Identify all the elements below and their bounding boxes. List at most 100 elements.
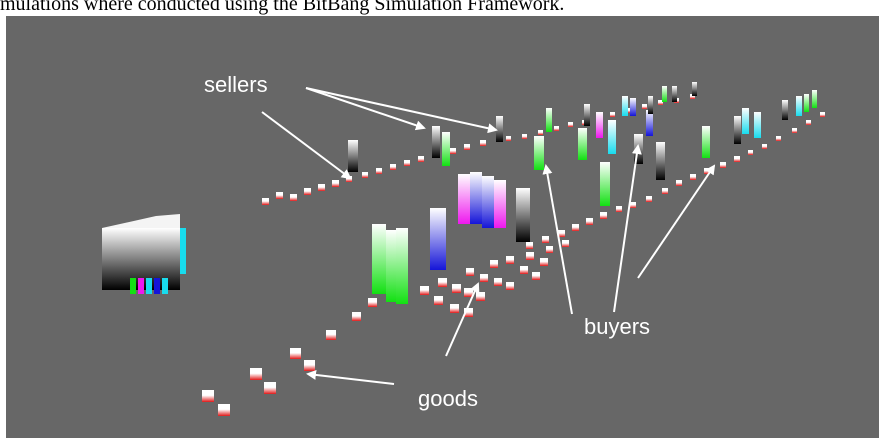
good-cube bbox=[420, 286, 429, 295]
agent-bar bbox=[656, 142, 665, 180]
agent-bars bbox=[348, 82, 817, 304]
sellers-arrow-3 bbox=[261, 111, 352, 180]
agent-bar bbox=[396, 228, 408, 304]
agent-bar bbox=[646, 110, 653, 136]
good-cube bbox=[546, 246, 553, 253]
good-cube bbox=[586, 218, 593, 225]
good-cube bbox=[390, 164, 396, 170]
agent-bar bbox=[782, 100, 788, 120]
agent-bar bbox=[662, 86, 667, 102]
good-cube bbox=[554, 126, 559, 131]
good-cube bbox=[262, 198, 269, 205]
goods-arrow-1 bbox=[445, 282, 480, 357]
good-cube bbox=[480, 274, 488, 282]
good-cube bbox=[450, 148, 456, 154]
buyers-arrow-2 bbox=[613, 144, 642, 313]
good-cube bbox=[562, 240, 569, 247]
agent-bar bbox=[578, 128, 587, 160]
buyers-arrow-3 bbox=[637, 164, 716, 279]
good-cube bbox=[642, 104, 647, 109]
good-cube bbox=[616, 206, 622, 212]
good-cube bbox=[734, 156, 740, 162]
good-cube bbox=[748, 150, 753, 155]
good-cube bbox=[404, 160, 410, 166]
sellers-label: sellers bbox=[204, 72, 268, 97]
good-cube bbox=[506, 256, 514, 264]
good-cube bbox=[290, 194, 297, 201]
buyers-label: buyers bbox=[584, 314, 650, 339]
good-cube bbox=[610, 112, 615, 117]
agent-bar bbox=[534, 136, 544, 170]
good-cube bbox=[376, 168, 382, 174]
good-cube bbox=[526, 242, 533, 249]
agent-bar bbox=[648, 96, 653, 114]
good-cube bbox=[332, 180, 339, 187]
agent-bar bbox=[596, 112, 603, 138]
good-cube bbox=[776, 136, 781, 141]
figure-caption: mulations where conducted using the BitB… bbox=[0, 0, 565, 15]
good-cube bbox=[464, 288, 473, 297]
good-cube bbox=[264, 382, 276, 394]
good-cube bbox=[526, 252, 534, 260]
good-cube bbox=[250, 368, 262, 380]
good-cube bbox=[762, 144, 767, 149]
agent-bar bbox=[494, 180, 506, 228]
good-cube bbox=[362, 172, 368, 178]
good-cube bbox=[646, 196, 652, 202]
good-cube bbox=[792, 128, 797, 133]
good-cube bbox=[438, 278, 447, 287]
good-cube bbox=[318, 184, 325, 191]
good-cube bbox=[304, 360, 315, 371]
good-cube bbox=[304, 188, 311, 195]
good-cube bbox=[676, 180, 682, 186]
agent-bar bbox=[608, 120, 616, 154]
good-cube bbox=[690, 94, 695, 99]
goods-arrow-2 bbox=[306, 369, 395, 385]
good-cube bbox=[658, 100, 663, 105]
sellers-arrow-1 bbox=[305, 87, 426, 131]
agent-bar bbox=[754, 112, 761, 138]
agent-bar bbox=[442, 132, 450, 166]
good-cube bbox=[464, 308, 473, 317]
agent-bar bbox=[482, 176, 494, 228]
good-cube bbox=[452, 284, 461, 293]
agent-bar bbox=[742, 108, 749, 134]
good-cube bbox=[506, 282, 514, 290]
good-cube bbox=[290, 348, 301, 359]
good-cube bbox=[464, 144, 470, 150]
agent-bar bbox=[458, 174, 470, 224]
good-cube bbox=[494, 278, 502, 286]
good-cube bbox=[630, 202, 636, 208]
good-cube bbox=[806, 120, 811, 125]
sellers-arrow-2 bbox=[305, 87, 498, 134]
good-cube bbox=[434, 296, 443, 305]
good-cube bbox=[352, 312, 361, 321]
good-cube bbox=[506, 136, 511, 141]
good-cube bbox=[480, 140, 486, 146]
simulation-3d-viewport[interactable]: sellers buyers goods bbox=[6, 16, 879, 438]
good-cube bbox=[490, 260, 498, 268]
agent-bar bbox=[584, 104, 590, 126]
simulation-scene: sellers buyers goods bbox=[102, 72, 825, 416]
good-cube bbox=[326, 330, 336, 340]
agent-bar bbox=[432, 126, 440, 158]
good-cube bbox=[720, 162, 726, 168]
good-cube bbox=[450, 304, 459, 313]
agent-bar bbox=[516, 188, 530, 242]
good-cube bbox=[600, 212, 607, 219]
good-cube bbox=[532, 272, 540, 280]
good-cube bbox=[568, 122, 573, 127]
agent-bar bbox=[630, 98, 636, 116]
agent-bar bbox=[430, 208, 446, 270]
good-cube bbox=[540, 258, 548, 266]
agent-cluster-block bbox=[102, 214, 186, 294]
agent-bar bbox=[348, 140, 358, 172]
good-cube bbox=[690, 174, 696, 180]
agent-bar bbox=[546, 108, 552, 132]
agent-bar bbox=[692, 82, 697, 96]
agent-bar bbox=[796, 96, 802, 116]
agent-bar bbox=[804, 94, 809, 112]
agent-bar bbox=[470, 172, 482, 224]
good-cube bbox=[820, 112, 825, 117]
agent-bar bbox=[600, 162, 610, 206]
